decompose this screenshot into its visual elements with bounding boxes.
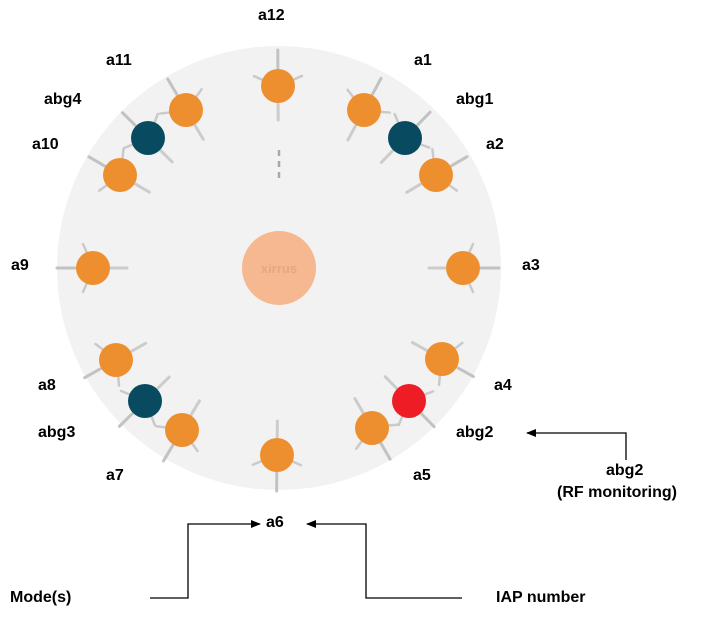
iap-number-callout-label: IAP number: [496, 587, 586, 609]
radio-label-a9: a9: [11, 257, 29, 275]
antenna-line-a11: [160, 112, 170, 113]
radio-label-abg1: abg1: [456, 91, 493, 109]
radio-marker-a8: [99, 343, 133, 377]
radio-label-a10: a10: [32, 136, 59, 154]
radio-label-a5: a5: [413, 467, 431, 485]
radio-marker-abg1: [388, 121, 422, 155]
radio-label-a2: a2: [486, 136, 504, 154]
radio-marker-a10: [103, 158, 137, 192]
radio-label-abg2: abg2: [456, 424, 493, 442]
radio-marker-a7: [165, 413, 199, 447]
radio-marker-abg3: [128, 384, 162, 418]
monitor-callout-label-radio: abg2: [606, 460, 643, 482]
antenna-line-a2: [432, 149, 433, 159]
radio-label-a4: a4: [494, 377, 512, 395]
antenna-line-a5: [388, 425, 398, 426]
monitor-callout-label-function: (RF monitoring): [557, 482, 677, 504]
monitor-callout-arrow: [527, 433, 626, 460]
antenna-line-a7: [156, 426, 166, 427]
radio-marker-a12: [261, 69, 295, 103]
radio-label-a11: a11: [106, 52, 132, 70]
radio-label-abg3: abg3: [38, 424, 75, 442]
radio-label-abg4: abg4: [44, 91, 81, 109]
antenna-line-a8: [118, 376, 119, 386]
radio-label-a7: a7: [106, 467, 124, 485]
radio-marker-a3: [446, 251, 480, 285]
radio-marker-a4: [425, 342, 459, 376]
radio-label-a8: a8: [38, 377, 56, 395]
radio-marker-abg4: [131, 121, 165, 155]
radio-marker-a1: [347, 93, 381, 127]
iap-number-callout-arrow: [307, 524, 462, 598]
modes-callout-label: Mode(s): [10, 587, 71, 609]
radio-marker-a11: [169, 93, 203, 127]
antenna-line-a4: [439, 375, 440, 385]
radio-marker-a6: [260, 438, 294, 472]
radio-marker-a5: [355, 411, 389, 445]
antenna-line-a1: [380, 112, 390, 113]
antenna-line-a10: [122, 149, 123, 159]
center-logo-text: xirrus: [261, 261, 297, 276]
radio-label-a12: a12: [258, 7, 285, 25]
radio-label-a3: a3: [522, 257, 540, 275]
modes-callout-arrow: [150, 524, 260, 598]
radio-label-a6: a6: [266, 514, 284, 532]
radio-marker-a9: [76, 251, 110, 285]
radio-marker-abg2: [392, 384, 426, 418]
radio-marker-a2: [419, 158, 453, 192]
radio-label-a1: a1: [414, 52, 432, 70]
